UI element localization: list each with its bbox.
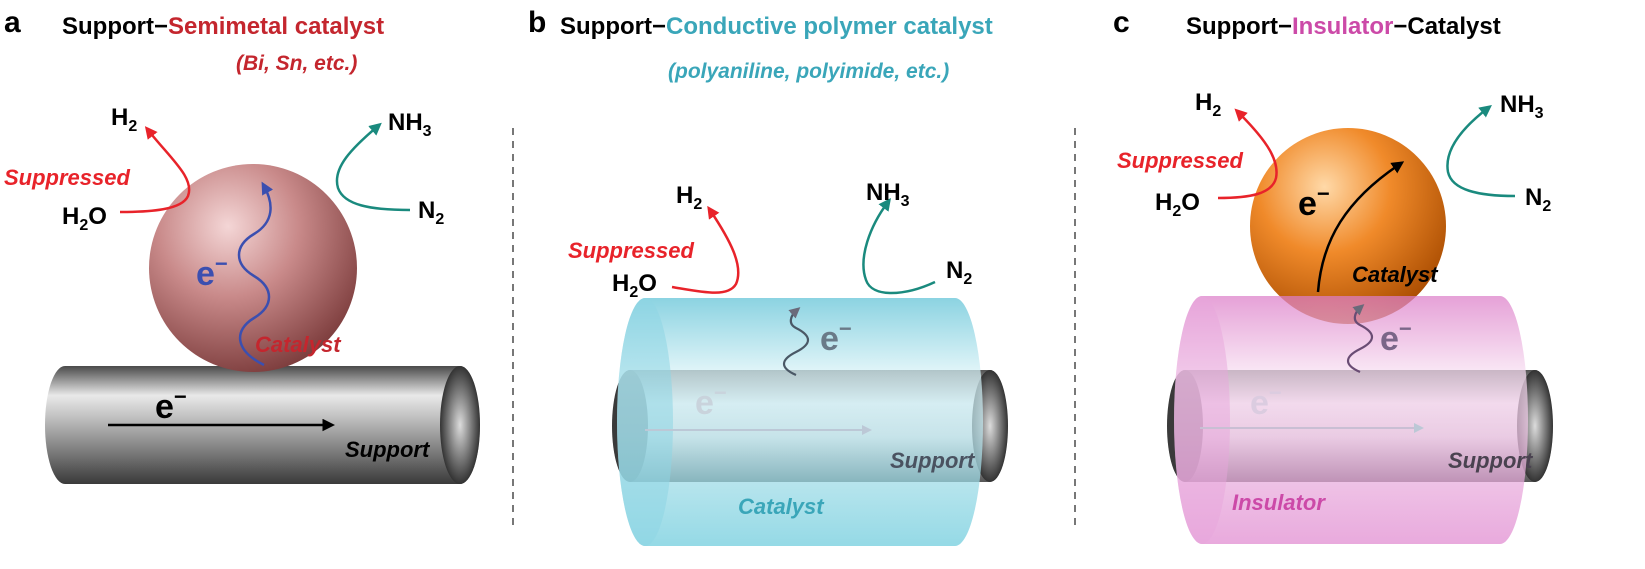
panel-a-catalyst-label: Catalyst — [255, 332, 342, 357]
panel-c-insulator-label: Insulator — [1232, 490, 1326, 515]
panel-b-subtitle: (polyaniline, polyimide, etc.) — [668, 60, 949, 83]
panel-c-n2: N2 — [1525, 184, 1551, 215]
panel-c-tube-end — [1174, 296, 1230, 544]
panel-c-nh3-arrow — [1446, 104, 1516, 198]
panel-c-title-prefix: Support− — [1186, 13, 1292, 40]
panel-c-catalyst-label: Catalyst — [1352, 262, 1439, 287]
panel-c-title: Support−Insulator−Catalyst — [1186, 13, 1501, 40]
panel-a-support-electron-label: e− — [155, 384, 187, 426]
panel-b-polymer-tube — [617, 298, 983, 546]
panel-c-h2o: H2O — [1155, 189, 1200, 220]
panel-b: b Support−Conductive polymer catalyst (p… — [528, 6, 1008, 546]
panel-b-n2: N2 — [946, 257, 972, 288]
panel-b-support-label: Support — [890, 448, 976, 473]
panel-a-title-highlight: Semimetal catalyst — [168, 13, 384, 40]
panel-b-title: Support−Conductive polymer catalyst — [560, 13, 993, 40]
panel-a-subtitle: (Bi, Sn, etc.) — [236, 52, 357, 75]
panel-c-support-label: Support — [1448, 448, 1534, 473]
panel-c-title-suffix: −Catalyst — [1393, 13, 1500, 40]
panel-b-suppressed-label: Suppressed — [568, 238, 694, 263]
panel-c-catalyst-sphere — [1250, 128, 1446, 324]
panel-b-nh3: NH3 — [866, 179, 910, 210]
panel-c-h2-arrow — [1217, 108, 1278, 200]
panel-b-h2: H2 — [676, 182, 702, 213]
panel-a-electron-path — [237, 181, 274, 367]
panel-b-h2-arrow — [671, 205, 740, 294]
panel-c-inner-electron-label: e− — [1250, 380, 1282, 422]
panel-b-h2o: H2O — [612, 270, 657, 301]
panel-c-suppressed-label: Suppressed — [1117, 148, 1243, 173]
panel-b-letter: b — [528, 6, 546, 39]
panel-a-rod-end — [440, 366, 480, 484]
panel-c-nh3: NH3 — [1500, 91, 1544, 122]
panel-b-electron-label: e− — [820, 316, 852, 358]
panel-b-wavy-electron — [782, 307, 810, 377]
panel-c-wavy-electron — [1346, 304, 1374, 374]
panel-c-insulator-tube — [1174, 296, 1528, 544]
panel-c-title-highlight: Insulator — [1292, 13, 1393, 40]
panel-b-title-prefix: Support− — [560, 13, 666, 40]
panel-c-electron-label: e− — [1380, 316, 1412, 358]
panel-a-n2: N2 — [418, 197, 444, 228]
panel-a-nh3-arrow — [335, 122, 411, 212]
panel-a-catalyst-sphere — [149, 164, 357, 372]
panel-b-inner-electron-label: e− — [695, 380, 727, 422]
panel-a-h2: H2 — [111, 104, 137, 135]
panel-a: a Support−Semimetal catalyst (Bi, Sn, et… — [4, 6, 480, 484]
panel-a-title: Support−Semimetal catalyst — [62, 13, 384, 40]
panel-b-title-highlight: Conductive polymer catalyst — [666, 13, 993, 40]
panel-c-h2: H2 — [1195, 89, 1221, 120]
panel-c: c Support−Insulator−Catalyst e− Support … — [1113, 6, 1553, 544]
panel-c-catalyst-electron-path — [1316, 161, 1405, 293]
panel-a-letter: a — [4, 6, 21, 39]
panel-a-suppressed-label: Suppressed — [4, 165, 130, 190]
panel-b-nh3-arrow — [862, 197, 936, 295]
panel-a-h2-arrow — [119, 126, 191, 214]
panel-b-catalyst-label: Catalyst — [738, 494, 825, 519]
panel-a-support-label: Support — [345, 437, 431, 462]
panel-c-letter: c — [1113, 6, 1130, 39]
panel-a-nh3: NH3 — [388, 109, 432, 140]
panel-a-electron-label: e− — [196, 251, 228, 293]
panel-a-h2o: H2O — [62, 203, 107, 234]
panel-c-catalyst-electron-label: e− — [1298, 181, 1330, 223]
panel-b-tube-end — [617, 298, 673, 546]
panel-a-title-prefix: Support− — [62, 13, 168, 40]
